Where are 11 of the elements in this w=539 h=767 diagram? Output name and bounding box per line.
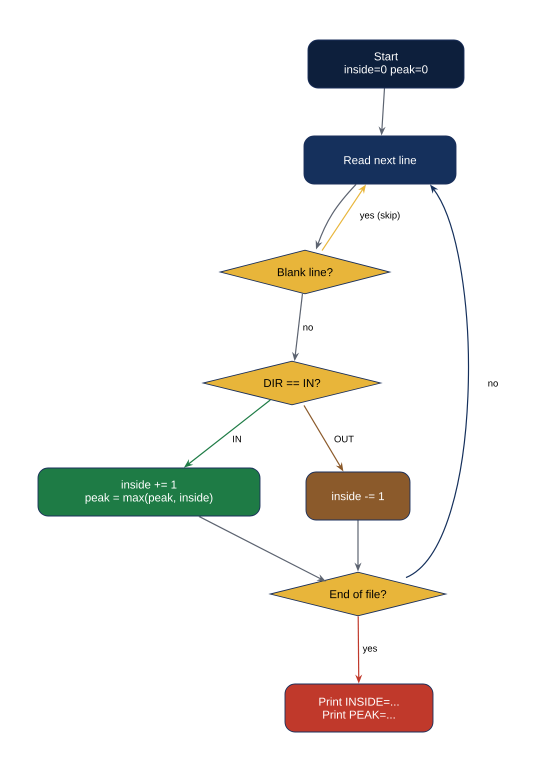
process-box: Read next line: [304, 136, 456, 184]
process-box: Print INSIDE=... Print PEAK=...: [284, 684, 434, 732]
edge-label: IN: [231, 434, 243, 444]
process-box: inside += 1 peak = max(peak, inside): [38, 468, 260, 516]
process-box: inside -= 1: [306, 472, 410, 520]
edge-label: yes: [362, 645, 378, 655]
edge-label: yes (skip): [358, 210, 402, 222]
edge-label: OUT: [333, 434, 355, 444]
edge-label: no: [486, 380, 500, 388]
edge-label: no: [302, 324, 314, 332]
process-box: Start inside=0 peak=0: [308, 40, 464, 88]
